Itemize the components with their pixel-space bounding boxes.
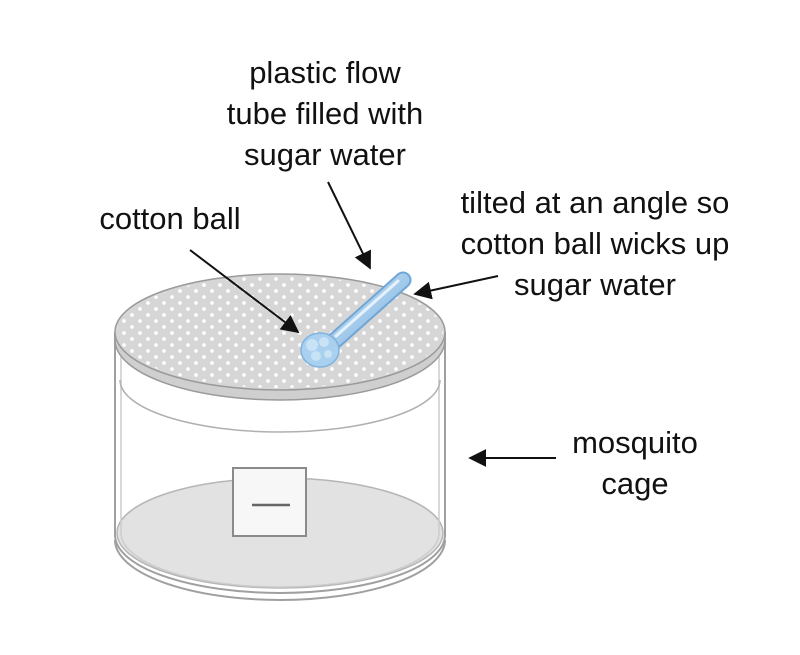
label-tilted-angle: tilted at an angle so cotton ball wicks … xyxy=(430,182,760,305)
cage-bottom-rim xyxy=(114,539,446,601)
plastic-flow-tube xyxy=(321,271,412,354)
arrow-tube xyxy=(327,181,371,270)
label-line: plastic flow xyxy=(249,55,401,90)
label-mosquito-cage: mosquito cage xyxy=(545,422,725,504)
cage-inner-rim xyxy=(119,379,441,433)
label-line: sugar water xyxy=(244,137,406,172)
arrow-tilted xyxy=(413,275,499,300)
cage-access-port xyxy=(232,467,307,537)
arrow-cotton-ball xyxy=(189,249,300,334)
label-line: cotton ball wicks up xyxy=(460,226,730,261)
label-line: mosquito xyxy=(572,425,698,460)
cage-wall-inner xyxy=(120,336,440,588)
label-plastic-flow-tube: plastic flow tube filled with sugar wate… xyxy=(200,52,450,175)
label-line: cage xyxy=(601,466,669,501)
cage-wall xyxy=(114,332,446,594)
label-cotton-ball: cotton ball xyxy=(70,198,270,239)
label-line: cotton ball xyxy=(99,201,241,236)
label-line: tilted at an angle so xyxy=(460,185,730,220)
label-line: sugar water xyxy=(514,267,676,302)
label-line: tube filled with xyxy=(226,96,424,131)
cotton-ball xyxy=(300,332,340,368)
